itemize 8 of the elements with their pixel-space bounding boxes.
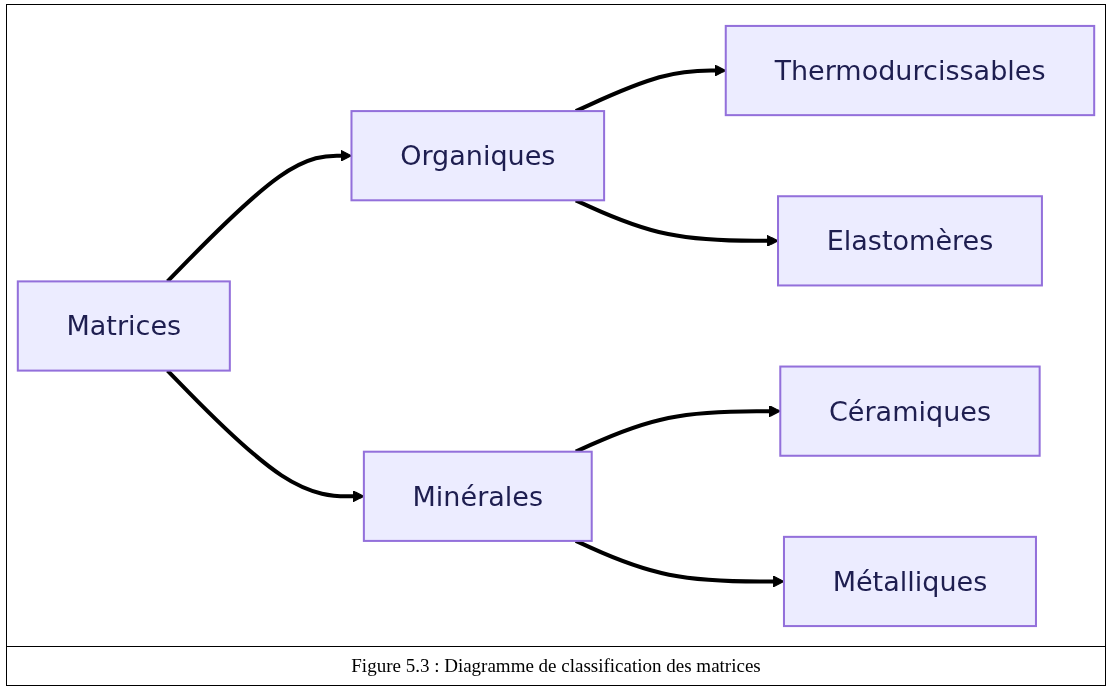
node-box: Céramiques: [779, 365, 1041, 457]
node-box: Métalliques: [782, 535, 1037, 628]
caption: Figure 5.3 : Diagramme de classification des matrices: [351, 655, 761, 676]
node-box: Organiques: [350, 110, 606, 202]
node-box: Elastomères: [777, 195, 1043, 287]
node-box: Thermodurcissables: [724, 24, 1096, 117]
node-box: Minérales: [362, 450, 593, 542]
node-box: Matrices: [16, 280, 231, 372]
